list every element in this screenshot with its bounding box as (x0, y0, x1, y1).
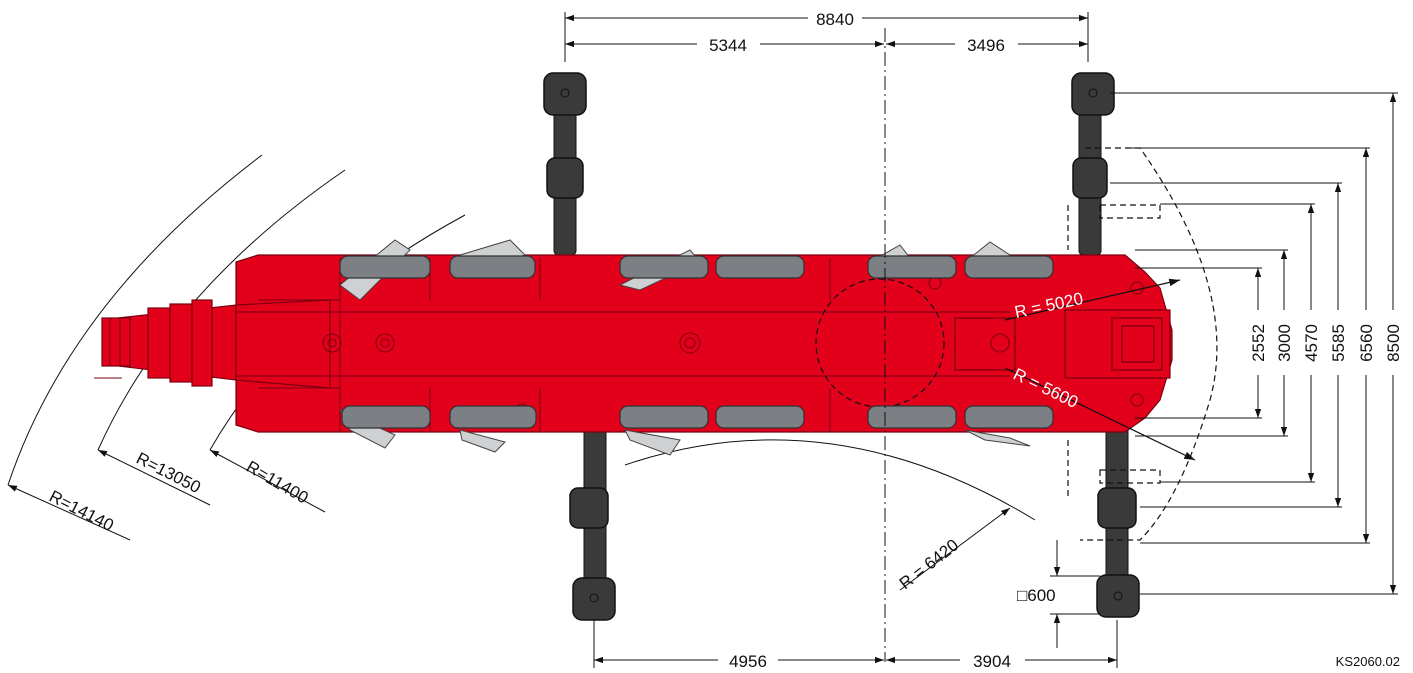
pad-size-indicator (1050, 540, 1100, 648)
outrigger-pad-fr (1071, 72, 1115, 116)
r5600-arrow (1004, 367, 1196, 461)
radius-6420: R = 6420 (896, 535, 962, 593)
radius-14140: R=14140 (46, 487, 117, 535)
outriggers (543, 72, 1140, 621)
crane-chassis (94, 254, 1173, 433)
right-dimensions (1110, 92, 1398, 595)
drawing-code: KS2060.02 (1336, 654, 1400, 669)
outrigger-pad-rl (572, 577, 616, 621)
dim-bottom-right: 3904 (973, 652, 1011, 671)
dim-right-2: 3000 (1275, 324, 1294, 362)
outrigger-pad-rr (1096, 574, 1140, 618)
dim-top-total: 8840 (816, 10, 854, 29)
outrigger-pad-fl (543, 72, 587, 116)
radius-11400: R=11400 (243, 457, 312, 508)
top-dimensions (564, 12, 1089, 62)
pad-size-label: □600 (1017, 586, 1056, 605)
tail-swing-arc (624, 439, 1036, 521)
dim-right-3: 4570 (1302, 324, 1321, 362)
dim-right-1: 2552 (1249, 324, 1268, 362)
dim-right-5: 6560 (1357, 324, 1376, 362)
r6420-leader (899, 507, 1011, 591)
r5020-arrow (1004, 278, 1181, 321)
dim-right-6: 8500 (1384, 324, 1403, 362)
bottom-dimensions (593, 620, 1118, 668)
dim-right-4: 5585 (1329, 324, 1348, 362)
wheels (338, 239, 1054, 456)
dim-bottom-left: 4956 (729, 652, 767, 671)
dim-top-right: 3496 (967, 36, 1005, 55)
counterweight-envelope (1067, 147, 1218, 541)
dim-top-left: 5344 (709, 36, 747, 55)
